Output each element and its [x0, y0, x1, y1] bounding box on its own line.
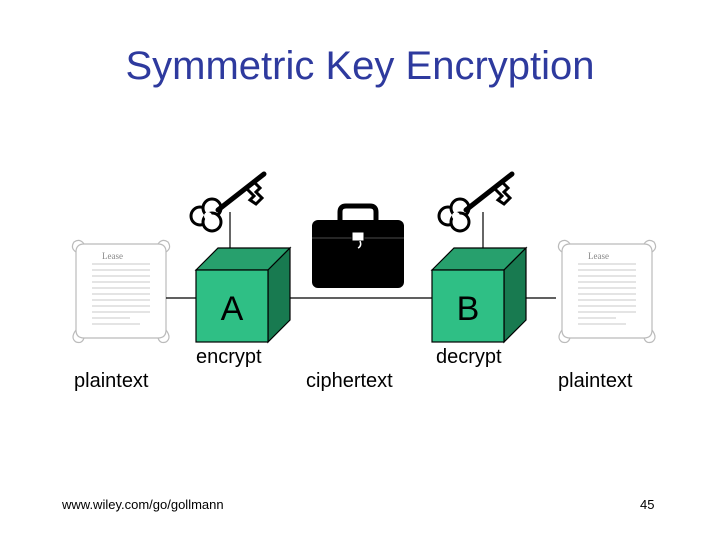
briefcase-icon	[312, 203, 404, 288]
encrypt-label: encrypt	[196, 346, 262, 368]
footer-url: www.wiley.com/go/gollmann	[62, 497, 224, 512]
key-icon	[191, 174, 264, 231]
left-plaintext-label: plaintext	[74, 370, 149, 392]
box-b-letter: B	[457, 290, 480, 328]
right-plaintext-label: plaintext	[558, 370, 633, 392]
document-icon: Lease	[557, 239, 657, 344]
key-icon	[439, 174, 512, 231]
doc-header-left: Lease	[102, 251, 123, 261]
ciphertext-label: ciphertext	[306, 370, 393, 392]
doc-header-right: Lease	[588, 251, 609, 261]
encrypt-box-a: A	[194, 246, 292, 344]
box-a-letter: A	[221, 290, 244, 328]
decrypt-box-b: B	[430, 246, 528, 344]
decrypt-label: decrypt	[436, 346, 502, 368]
document-icon: Lease	[71, 239, 171, 344]
page-number: 45	[640, 497, 655, 512]
slide-title: Symmetric Key Encryption	[125, 44, 595, 88]
